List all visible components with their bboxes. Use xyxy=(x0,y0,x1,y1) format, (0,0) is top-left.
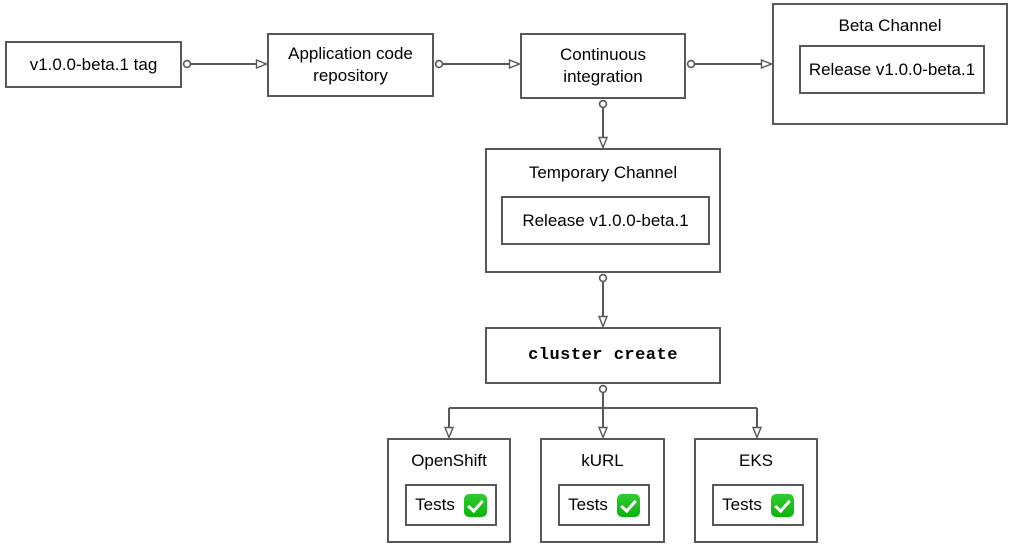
platform-kurl-tests-row: Tests xyxy=(568,493,640,517)
platform-kurl-tests-label: Tests xyxy=(568,495,608,515)
node-tag-label: v1.0.0-beta.1 tag xyxy=(29,54,158,74)
platform-kurl-tests-box[interactable]: Tests xyxy=(558,484,650,526)
node-cluster-create[interactable]: cluster create xyxy=(485,327,721,384)
platform-openshift-tests-row: Tests xyxy=(415,493,487,517)
node-tag[interactable]: v1.0.0-beta.1 tag xyxy=(5,41,182,88)
beta-channel-title: Beta Channel xyxy=(838,16,942,35)
green-check-icon xyxy=(463,493,487,517)
platform-kurl-title: kURL xyxy=(581,451,624,470)
node-application-code-repository[interactable]: Application code repository xyxy=(267,33,434,97)
node-cluster-create-label: cluster create xyxy=(528,345,678,365)
node-repo-label: Application code repository xyxy=(288,44,413,85)
platform-eks-title: EKS xyxy=(738,451,774,470)
green-check-icon xyxy=(770,493,794,517)
platform-openshift-title: OpenShift xyxy=(411,451,487,470)
beta-channel-release-box[interactable]: Release v1.0.0-beta.1 xyxy=(799,45,985,94)
container-beta-channel[interactable]: Beta Channel Release v1.0.0-beta.1 xyxy=(772,3,1008,125)
platform-openshift-tests-label: Tests xyxy=(415,495,455,515)
container-temporary-channel[interactable]: Temporary Channel Release v1.0.0-beta.1 xyxy=(485,148,721,273)
temporary-channel-release-label: Release v1.0.0-beta.1 xyxy=(522,210,689,230)
container-platform-kurl[interactable]: kURL Tests xyxy=(540,438,665,543)
temporary-channel-release-box[interactable]: Release v1.0.0-beta.1 xyxy=(501,196,710,245)
platform-eks-tests-label: Tests xyxy=(722,495,762,515)
green-check-icon xyxy=(616,493,640,517)
container-platform-openshift[interactable]: OpenShift Tests xyxy=(387,438,511,543)
platform-eks-tests-box[interactable]: Tests xyxy=(712,484,804,526)
platform-openshift-tests-box[interactable]: Tests xyxy=(405,484,497,526)
platform-eks-tests-row: Tests xyxy=(722,493,794,517)
node-continuous-integration[interactable]: Continuous integration xyxy=(520,33,686,99)
container-platform-eks[interactable]: EKS Tests xyxy=(694,438,818,543)
temporary-channel-title: Temporary Channel xyxy=(528,163,678,182)
beta-channel-release-label: Release v1.0.0-beta.1 xyxy=(808,59,976,79)
node-ci-label: Continuous integration xyxy=(559,45,646,86)
